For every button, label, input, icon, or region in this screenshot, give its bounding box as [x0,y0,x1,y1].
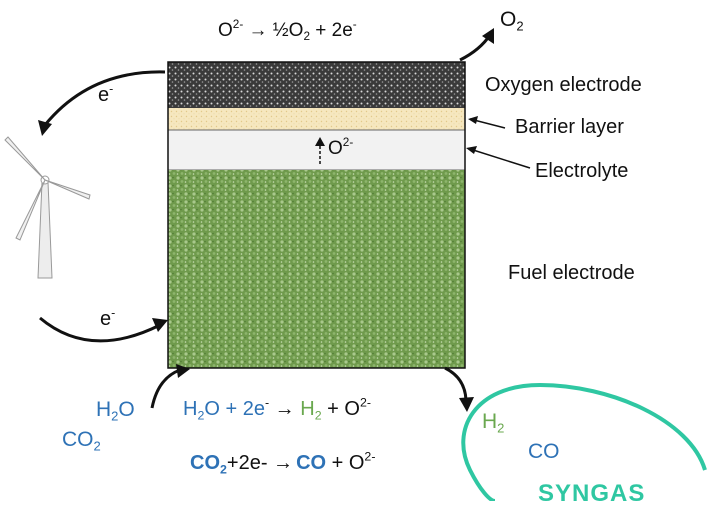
oxide-ion-label: O2- [328,135,354,159]
syngas-label: SYNGAS [538,480,646,507]
electrolyte-label: Electrolyte [535,160,629,182]
co2-reaction: CO2+2e- →CO + O2- [190,449,376,477]
barrier-layer-band [168,108,465,130]
co-outlet-label: CO [528,440,560,463]
h2o-inlet-label: H2O [96,398,135,424]
fuel-electrode-label: Fuel electrode [508,262,635,284]
electrolyte-leader-line [469,148,531,169]
o2-arrow-head [482,28,494,44]
outlet-arrow [444,366,468,401]
electron-top-label: e- [98,81,114,106]
cell-outline [167,61,466,369]
electron-bottom-label: e- [100,305,116,330]
inlet-arrow [150,368,181,409]
oxygen-electrode-label: Oxygen electrode [485,74,642,96]
electron-top-arrow [43,70,166,126]
ion-arrow-head [315,137,325,146]
wind-turbine-icon [4,136,91,279]
o2-out-arrow [459,34,492,62]
barrier-layer-label: Barrier layer [515,116,624,138]
h2o-reaction: H2O + 2e- → H2 + O2- [183,395,371,423]
electrolyte-layer [167,129,466,171]
fuel-electrode-layer [168,170,465,368]
oxygen-electrode-layer [168,62,465,108]
o2-out-label: O2 [500,8,524,34]
h2-outlet-label: H2 [482,410,505,436]
top-reaction: O2- → ½O2 + 2e- [218,17,357,44]
electron-bottom-arrow [39,316,161,343]
syngas-ellipse [461,382,707,501]
co2-inlet-label: CO2 [62,428,101,454]
